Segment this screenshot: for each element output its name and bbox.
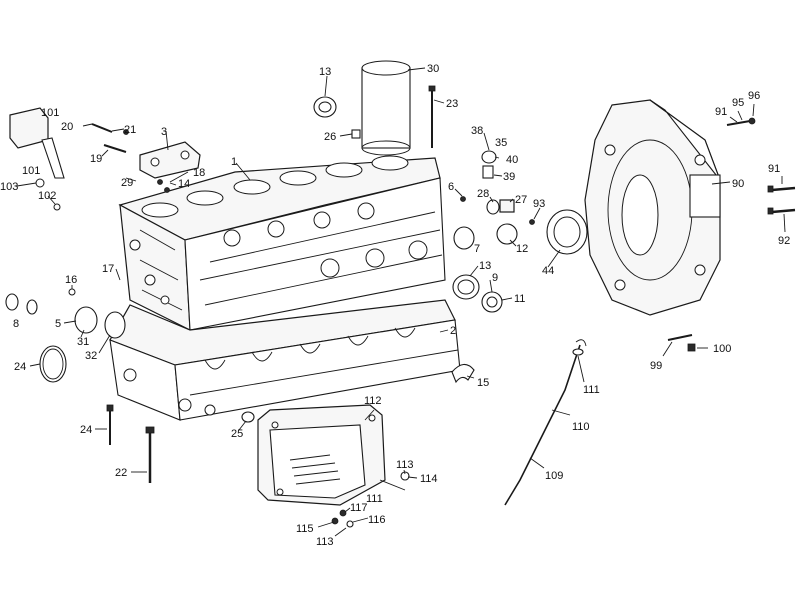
label-6: 6 bbox=[448, 181, 454, 193]
small-bolts-left bbox=[91, 123, 170, 193]
label-101-side: 101 bbox=[22, 165, 40, 177]
label-113-bottom: 113 bbox=[316, 536, 334, 548]
label-14: 14 bbox=[178, 178, 190, 190]
label-112: 112 bbox=[364, 395, 382, 407]
label-91-right: 91 bbox=[768, 163, 780, 175]
label-101-top: 101 bbox=[41, 107, 59, 119]
label-111-cover: 111 bbox=[366, 493, 383, 505]
label-9: 9 bbox=[492, 272, 498, 284]
label-23: 23 bbox=[446, 98, 458, 110]
label-109: 109 bbox=[545, 470, 563, 482]
label-92: 92 bbox=[778, 235, 790, 247]
dowel-26 bbox=[351, 129, 361, 139]
cover-fasteners bbox=[331, 471, 410, 528]
bolt-24 bbox=[106, 404, 114, 445]
flywheel-housing-90 bbox=[584, 99, 721, 316]
gasket-24 bbox=[39, 345, 67, 383]
part-labels: 1 2 3 5 6 7 8 9 11 12 13 13 14 15 16 17 … bbox=[0, 63, 790, 548]
label-13-right: 13 bbox=[479, 260, 491, 272]
label-38: 38 bbox=[471, 125, 483, 137]
label-90: 90 bbox=[732, 178, 744, 190]
label-110: 110 bbox=[572, 421, 590, 433]
callouts bbox=[16, 67, 786, 537]
stud-23 bbox=[428, 85, 436, 148]
label-116: 116 bbox=[368, 514, 386, 526]
label-12: 12 bbox=[516, 243, 528, 255]
label-20: 20 bbox=[61, 121, 73, 133]
front-plugs bbox=[5, 288, 126, 339]
label-27: 27 bbox=[515, 194, 527, 206]
label-113-right: 113 bbox=[396, 459, 414, 471]
pin-and-bolt bbox=[667, 334, 696, 352]
label-35: 35 bbox=[495, 137, 507, 149]
label-99: 99 bbox=[650, 360, 662, 372]
label-100: 100 bbox=[713, 343, 731, 355]
housing-bolts bbox=[726, 117, 796, 215]
label-3: 3 bbox=[161, 126, 167, 138]
label-29: 29 bbox=[121, 177, 133, 189]
label-28: 28 bbox=[477, 188, 489, 200]
label-96: 96 bbox=[748, 90, 760, 102]
bolt-22 bbox=[145, 426, 155, 483]
plug-and-fittings bbox=[452, 226, 503, 313]
breather-101 bbox=[9, 107, 65, 211]
label-16: 16 bbox=[65, 274, 77, 286]
label-25: 25 bbox=[231, 428, 243, 440]
label-5: 5 bbox=[55, 318, 61, 330]
thermostat-parts bbox=[460, 150, 535, 245]
label-11: 11 bbox=[514, 293, 525, 305]
cylinder-block bbox=[118, 155, 446, 331]
label-115: 115 bbox=[296, 523, 314, 535]
label-26: 26 bbox=[324, 131, 336, 143]
label-32: 32 bbox=[85, 350, 97, 362]
label-21: 21 bbox=[124, 124, 136, 136]
label-39: 39 bbox=[503, 171, 515, 183]
label-40: 40 bbox=[506, 154, 518, 166]
oil-seal-44 bbox=[546, 209, 588, 255]
label-13-top: 13 bbox=[319, 66, 331, 78]
seal-ring-13-top bbox=[313, 96, 337, 118]
label-1: 1 bbox=[231, 156, 237, 168]
label-103: 103 bbox=[0, 181, 18, 193]
label-93: 93 bbox=[533, 198, 545, 210]
water-pipe-15 bbox=[451, 363, 475, 384]
washer-25 bbox=[241, 411, 255, 423]
label-18: 18 bbox=[193, 167, 205, 179]
oil-cooler-cover bbox=[257, 404, 386, 506]
label-17: 17 bbox=[102, 263, 114, 275]
label-22: 22 bbox=[115, 467, 127, 479]
label-8: 8 bbox=[13, 318, 19, 330]
label-24-bolt: 24 bbox=[80, 424, 92, 436]
label-31: 31 bbox=[77, 336, 89, 348]
label-114: 114 bbox=[420, 473, 438, 485]
label-111-dipstick: 111 bbox=[583, 384, 600, 396]
label-91-top: 91 bbox=[715, 106, 727, 118]
label-102: 102 bbox=[38, 190, 56, 202]
label-117: 117 bbox=[350, 502, 368, 514]
label-30: 30 bbox=[427, 63, 439, 75]
label-2: 2 bbox=[450, 325, 456, 337]
cylinder-liner bbox=[361, 60, 411, 156]
label-95: 95 bbox=[732, 97, 744, 109]
label-44: 44 bbox=[542, 265, 554, 277]
dipstick-assembly bbox=[504, 339, 587, 506]
bracket-3 bbox=[139, 141, 201, 179]
label-19: 19 bbox=[90, 153, 102, 165]
label-7: 7 bbox=[474, 243, 480, 255]
label-15: 15 bbox=[477, 377, 489, 389]
label-24-gasket: 24 bbox=[14, 361, 26, 373]
lower-crankcase bbox=[109, 299, 461, 421]
